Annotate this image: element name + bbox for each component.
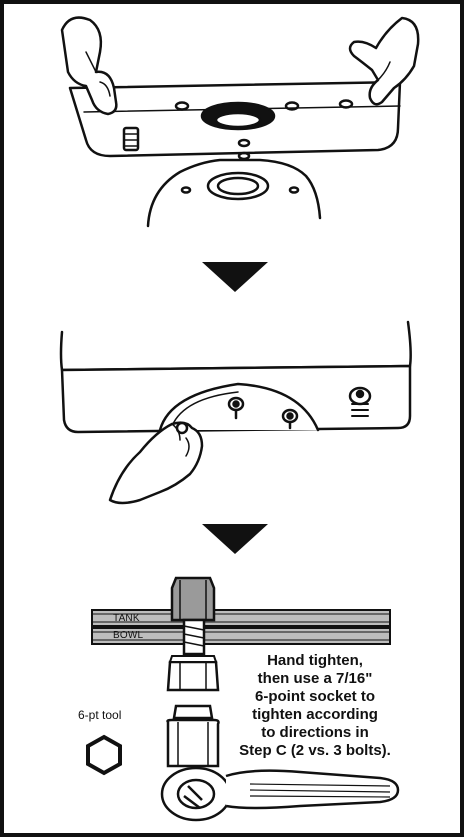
hand-tightening-illustration <box>61 322 411 503</box>
instruction-line: Hand tighten, <box>232 652 398 670</box>
tank-label: TANK <box>113 613 140 624</box>
tool-label: 6-pt tool <box>78 708 121 722</box>
instruction-line: to directions in <box>232 724 398 742</box>
instruction-line: then use a 7/16" <box>232 670 398 688</box>
instruction-text: Hand tighten, then use a 7/16" 6-point s… <box>232 652 398 760</box>
down-arrow-icon <box>202 262 268 292</box>
instruction-line: tighten according <box>232 706 398 724</box>
tank-lowering-illustration <box>62 18 418 226</box>
instruction-line: 6-point socket to <box>232 688 398 706</box>
bowl-label: BOWL <box>113 630 143 641</box>
hex-socket-icon <box>88 737 120 773</box>
instruction-line: Step C (2 vs. 3 bolts). <box>232 742 398 760</box>
down-arrow-icon <box>202 524 268 554</box>
